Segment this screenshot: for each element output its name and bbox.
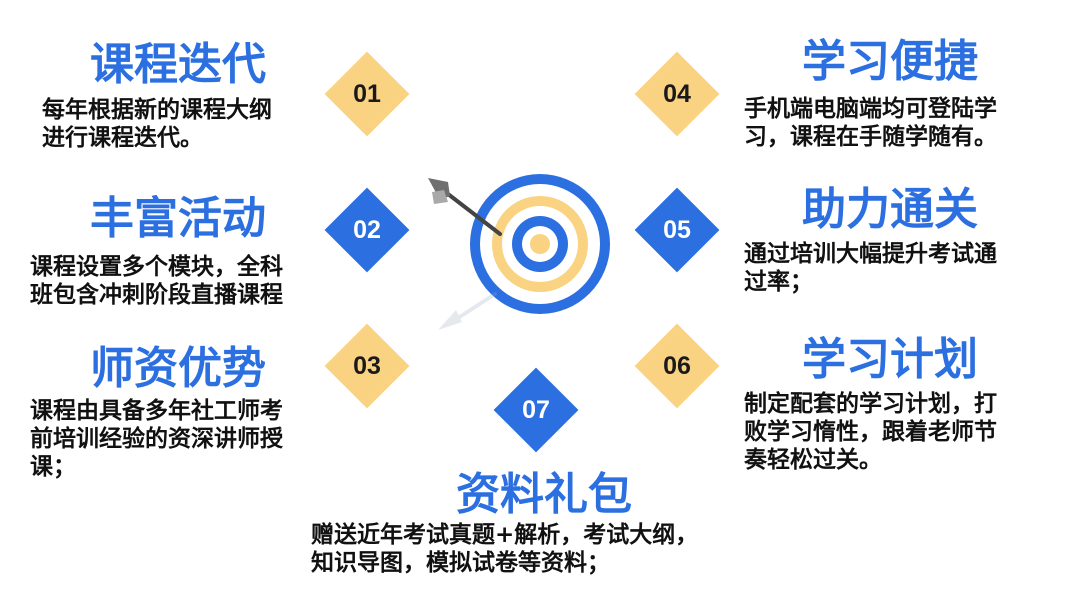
item-07-desc-line: 赠送近年考试真题+解析，考试大纲， bbox=[311, 522, 699, 548]
item-04-title: 学习便捷 bbox=[802, 36, 978, 87]
badge-07: 07 bbox=[493, 367, 579, 453]
item-05-description: 通过培训大幅提升考试通 过率； bbox=[744, 240, 997, 296]
item-03-description: 课程由具备多年社工师考 前培训经验的资深讲师授 课； bbox=[30, 397, 283, 481]
badge-05-number: 05 bbox=[663, 215, 691, 244]
badge-03-number: 03 bbox=[353, 351, 381, 380]
badge-05: 05 bbox=[634, 187, 720, 273]
badge-01: 01 bbox=[324, 51, 410, 137]
badge-07-number: 07 bbox=[522, 395, 550, 424]
item-06-desc-line: 制定配套的学习计划，打 bbox=[744, 391, 997, 417]
item-05-title: 助力通关 bbox=[802, 184, 978, 235]
badge-01-number: 01 bbox=[353, 79, 381, 108]
item-02-desc-line: 班包含冲刺阶段直播课程 bbox=[30, 282, 283, 308]
badge-04-number: 04 bbox=[663, 79, 691, 108]
badge-02: 02 bbox=[324, 187, 410, 273]
item-03-desc-line: 课； bbox=[30, 454, 76, 480]
item-06-title: 学习计划 bbox=[802, 334, 978, 385]
item-03-desc-line: 课程由具备多年社工师考 bbox=[30, 398, 283, 424]
item-07-desc-line: 知识导图，模拟试卷等资料； bbox=[311, 550, 610, 576]
item-04-desc-line: 习，课程在手随学随有。 bbox=[744, 124, 997, 150]
badge-02-number: 02 bbox=[353, 215, 381, 244]
badge-06: 06 bbox=[634, 323, 720, 409]
badge-03: 03 bbox=[324, 323, 410, 409]
target-with-arrow-icon bbox=[428, 174, 610, 330]
item-01-desc-line: 每年根据新的课程大纲 bbox=[42, 97, 272, 123]
badge-06-number: 06 bbox=[663, 351, 691, 380]
item-03-desc-line: 前培训经验的资深讲师授 bbox=[30, 426, 283, 452]
item-06-desc-line: 败学习惰性，跟着老师节 bbox=[744, 419, 997, 445]
item-02-desc-line: 课程设置多个模块，全科 bbox=[30, 254, 283, 280]
item-01-title: 课程迭代 bbox=[90, 39, 266, 90]
item-07-description: 赠送近年考试真题+解析，考试大纲， 知识导图，模拟试卷等资料； bbox=[311, 521, 698, 577]
item-04-description: 手机端电脑端均可登陆学 习，课程在手随学随有。 bbox=[744, 95, 997, 151]
item-03-title: 师资优势 bbox=[90, 343, 266, 394]
item-06-desc-line: 奏轻松过关。 bbox=[744, 447, 882, 473]
item-06-description: 制定配套的学习计划，打 败学习惰性，跟着老师节 奏轻松过关。 bbox=[744, 390, 997, 474]
item-02-title: 丰富活动 bbox=[90, 193, 266, 244]
badge-04: 04 bbox=[634, 51, 720, 137]
item-01-description: 每年根据新的课程大纲 进行课程迭代。 bbox=[42, 96, 272, 152]
item-05-desc-line: 过率； bbox=[744, 269, 813, 295]
item-05-desc-line: 通过培训大幅提升考试通 bbox=[744, 241, 997, 267]
item-01-desc-line: 进行课程迭代。 bbox=[42, 125, 203, 151]
item-07-title: 资料礼包 bbox=[456, 469, 632, 520]
item-04-desc-line: 手机端电脑端均可登陆学 bbox=[744, 96, 997, 122]
item-02-description: 课程设置多个模块，全科 班包含冲刺阶段直播课程 bbox=[30, 253, 283, 309]
